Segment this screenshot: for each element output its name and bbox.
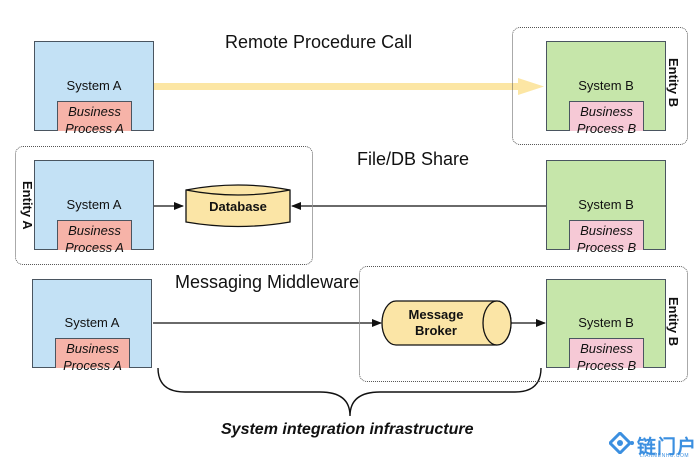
system-a-rpc: System A Business Process A [34,41,154,136]
system-a-messaging: System A Business Process A [32,279,152,373]
system-a-label: System A [64,315,120,330]
business-process-a: Business Process A [55,338,130,373]
process-line-1: Business [580,341,633,356]
system-a-label: System A [66,78,122,93]
process-line-1: Business [580,223,633,238]
section-title-messaging: Messaging Middleware [175,272,360,292]
system-b-label: System B [578,315,634,330]
broker-line-2: Broker [415,323,457,338]
watermark-text: 链门户 [637,437,698,458]
message-broker-label: Message Broker [396,307,476,339]
process-line-1: Business [66,341,119,356]
entity-a-boundary [15,146,313,265]
entity-b-label-rpc: Entity B [666,58,681,108]
process-line-2: Process A [63,358,122,373]
integration-caption: System integration infrastructure [221,421,474,438]
watermark-subtext: LIANMENHU.COM [640,453,690,459]
system-b-rpc: System B Business Process B [546,41,666,136]
process-line-1: Business [68,104,121,119]
system-b-filedb: System B Business Process B [546,160,666,255]
business-process-b: Business Process B [569,338,644,373]
section-title-rpc: Remote Procedure Call [225,32,413,52]
watermark-logo-icon [609,432,634,454]
section-title-file-db-share: File/DB Share [357,149,470,169]
system-a-label: System A [66,197,122,212]
entity-b-boundary-messaging [359,266,688,382]
process-line-2: Process B [576,240,637,255]
entity-b-label-messaging: Entity B [666,297,681,347]
broker-line-1: Message [408,307,464,322]
business-process-b: Business Process B [569,101,644,136]
process-line-2: Process A [65,240,124,255]
integration-brace [157,367,542,417]
process-line-2: Process B [576,121,637,136]
database-shape [185,184,291,228]
system-b-label: System B [578,197,634,212]
rpc-arrow [153,78,544,95]
system-b-label: System B [578,78,634,93]
business-process-a: Business Process A [57,220,132,255]
process-line-2: Process A [65,121,124,136]
process-line-1: Business [68,223,121,238]
system-b-messaging: System B Business Process B [546,279,666,373]
entity-a-label: Entity A [20,181,35,230]
process-line-1: Business [580,104,633,119]
database-label: Database [209,199,267,214]
process-line-2: Process B [576,358,637,373]
business-process-a: Business Process A [57,101,132,136]
business-process-b: Business Process B [569,220,644,255]
system-a-filedb: System A Business Process A [34,160,154,255]
entity-b-boundary-rpc [512,27,688,145]
message-broker-shape [381,300,512,346]
